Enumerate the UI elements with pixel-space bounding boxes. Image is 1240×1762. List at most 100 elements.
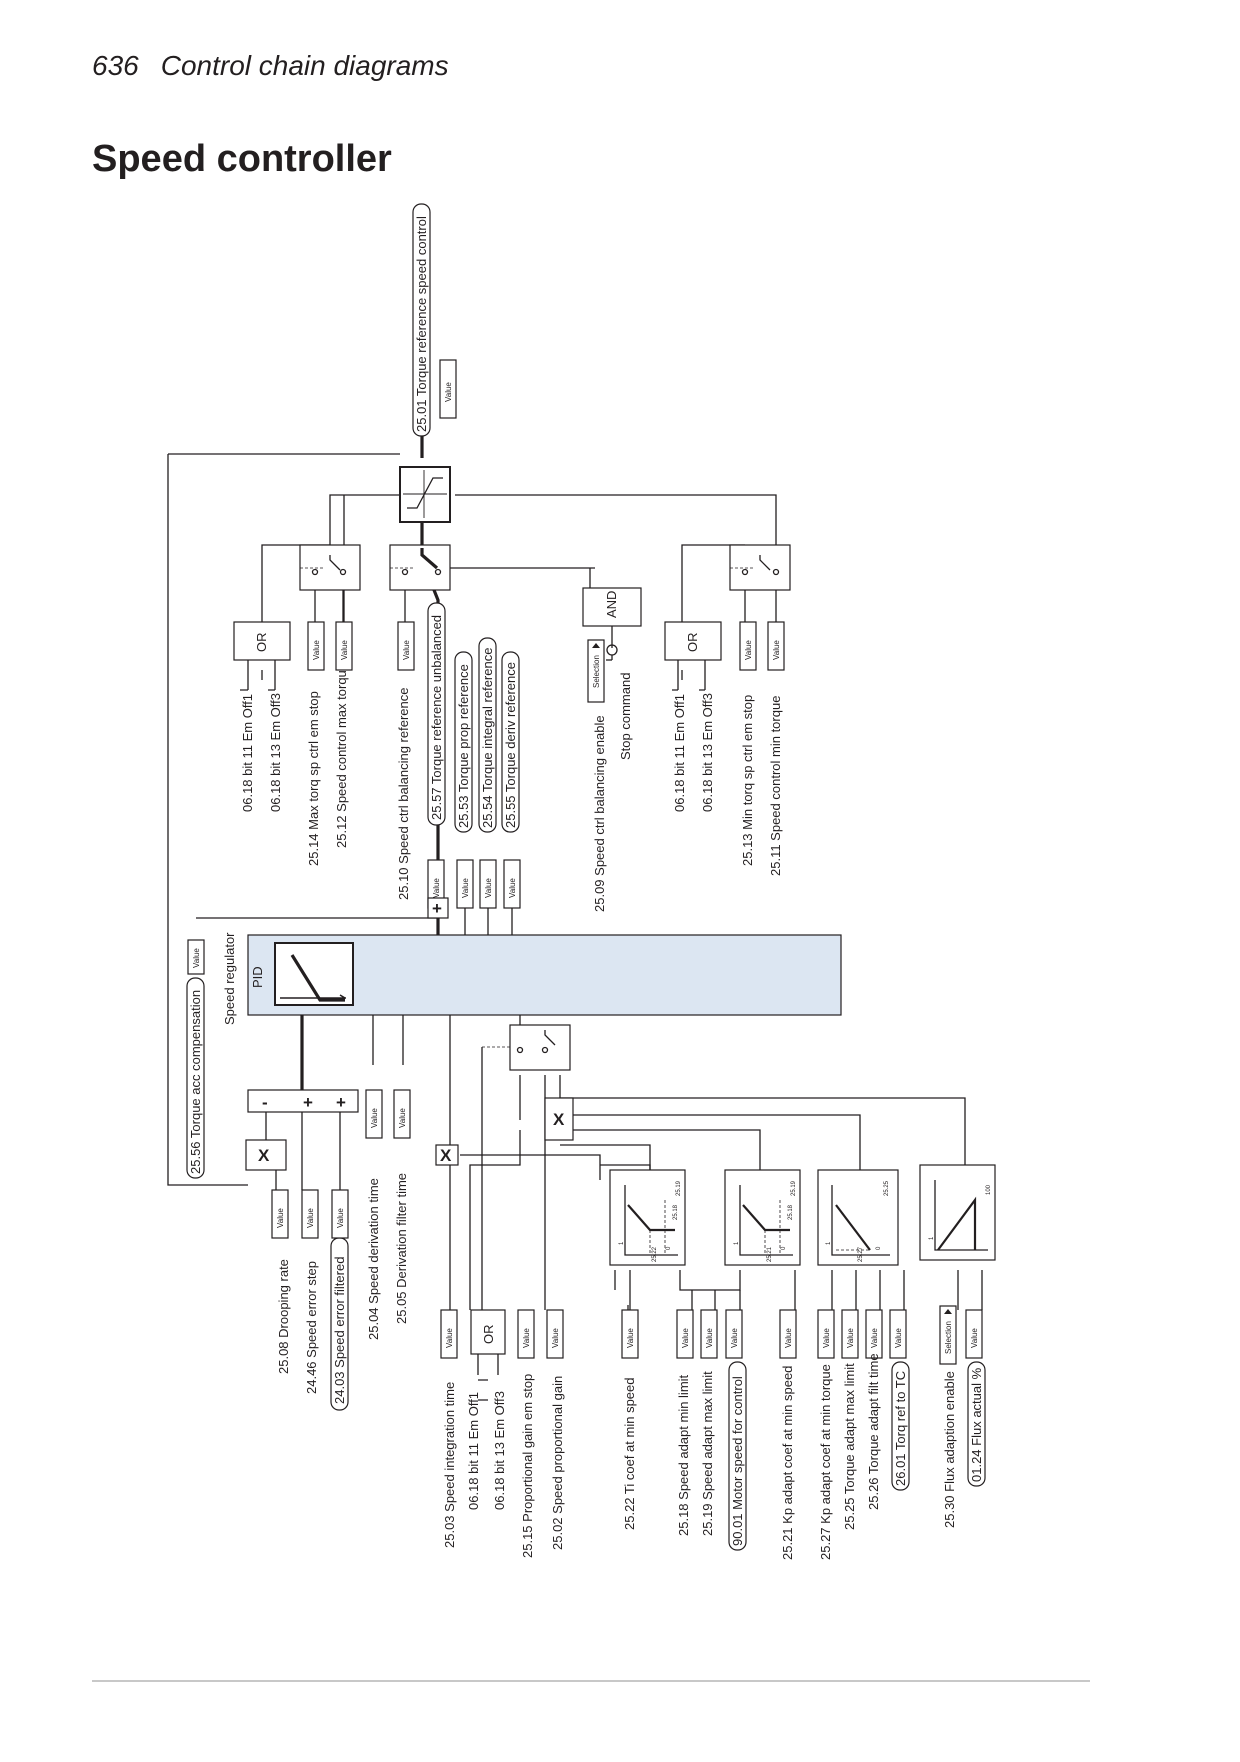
- svg-text:25.19: 25.19: [791, 1180, 797, 1196]
- svg-text:Value: Value: [784, 1328, 793, 1348]
- running-header: 636 Control chain diagrams: [92, 50, 449, 82]
- torque-ref-unbalanced-label: 25.57 Torque reference unbalanced: [429, 615, 444, 820]
- svg-text:Value: Value: [551, 1328, 560, 1348]
- balancing-enable-label: 25.09 Speed ctrl balancing enable: [592, 715, 607, 912]
- svg-text:0: 0: [666, 1246, 672, 1250]
- speed-ctrl-max-torque-label: 25.12 Speed control max torque: [334, 663, 349, 848]
- svg-text:1: 1: [619, 1241, 625, 1245]
- output-value-box: [439, 359, 457, 419]
- chevron-down-icon: [592, 643, 600, 648]
- svg-text:Value: Value: [681, 1328, 690, 1348]
- or-gate-max: OR: [233, 621, 291, 690]
- svg-text:1: 1: [734, 1241, 740, 1245]
- chevron-down-icon: [944, 1309, 952, 1314]
- torque-adapt-curve: 1 25.27 0 25.25: [817, 1169, 899, 1266]
- stop-command-label: Stop command: [618, 673, 633, 760]
- svg-text:Value: Value: [312, 640, 321, 660]
- page-number: 636: [92, 50, 139, 81]
- em-off3-bottom-label: 06.18 bit 13 Em Off3: [492, 1391, 507, 1510]
- motor-speed-control-pill: [728, 1361, 747, 1551]
- svg-text:Value: Value: [970, 1328, 979, 1348]
- ti-adapt-curve: 1 25.22 0 25.18 25.19: [609, 1169, 686, 1266]
- section-title: Control chain diagrams: [160, 50, 449, 81]
- svg-text:AND: AND: [604, 591, 619, 618]
- svg-text:Value: Value: [508, 878, 517, 898]
- em-off1-bottom-label: 06.18 bit 11 Em Off1: [466, 1392, 481, 1510]
- torque-deriv-ref-pill: [501, 651, 520, 833]
- svg-text:Value: Value: [461, 878, 470, 898]
- svg-text:+: +: [336, 1093, 346, 1112]
- svg-text:Value: Value: [370, 1108, 379, 1128]
- balancing-enable-selection[interactable]: [587, 639, 605, 703]
- speed-ctrl-min-torque-label: 25.11 Speed control min torque: [768, 696, 783, 876]
- torque-deriv-ref-label: 25.55 Torque deriv reference: [503, 662, 518, 828]
- svg-text:25.19: 25.19: [676, 1180, 682, 1196]
- em-off3-label-a: 06.18 bit 13 Em Off3: [268, 693, 283, 812]
- max-torque-switch: [299, 544, 361, 591]
- svg-text:Value: Value: [730, 1328, 739, 1348]
- output-torque-reference-label: 25.01 Torque reference speed control: [414, 216, 429, 432]
- page-title: Speed controller: [92, 138, 392, 180]
- flux-actual-label: 01.24 Flux actual %: [969, 1367, 984, 1482]
- svg-text:Value: Value: [822, 1328, 831, 1348]
- max-torq-em-stop-label: 25.14 Max torq sp ctrl em stop: [306, 691, 321, 866]
- svg-text:25.22: 25.22: [652, 1246, 658, 1262]
- flux-adaption-enable-label: 25.30 Flux adaption enable: [942, 1371, 957, 1528]
- svg-text:Value: Value: [705, 1328, 714, 1348]
- svg-text:X: X: [258, 1146, 270, 1165]
- torq-ref-to-tc-label: 26.01 Torq ref to TC: [893, 1371, 908, 1486]
- speed-adapt-max-limit-label: 25.19 Speed adapt max limit: [700, 1371, 715, 1536]
- torque-integral-ref-label: 25.54 Torque integral reference: [480, 648, 495, 828]
- footer-rule: [92, 1680, 1090, 1682]
- svg-text:Value: Value: [192, 948, 201, 968]
- min-torq-em-stop-label: 25.13 Min torq sp ctrl em stop: [740, 695, 755, 866]
- pid-response-icon: [274, 942, 354, 1006]
- svg-text:Value: Value: [484, 878, 493, 898]
- flux-adapt-curve: 1 100: [919, 1164, 996, 1261]
- svg-text:Value: Value: [402, 640, 411, 660]
- and-gate: AND: [582, 587, 642, 660]
- svg-text:Value: Value: [306, 1208, 315, 1228]
- proportional-gain-label: 25.02 Speed proportional gain: [550, 1376, 565, 1550]
- svg-text:OR: OR: [481, 1325, 496, 1345]
- torque-acc-compensation-label: 25.56 Torque acc compensation: [188, 990, 203, 1174]
- kp-adapt-min-torque-label: 25.27 Kp adapt coef at min torque: [818, 1364, 833, 1560]
- speed-error-sum-block: - + +: [247, 1089, 359, 1113]
- svg-text:Value: Value: [846, 1328, 855, 1348]
- derivation-filter-time-label: 25.05 Derivation filter time: [394, 1173, 409, 1324]
- torque-acc-comp-pill: [186, 977, 205, 1179]
- torque-integral-ref-pill: [478, 637, 497, 833]
- torque-prop-ref-label: 25.53 Torque prop reference: [456, 664, 471, 828]
- integration-multiplier: [435, 1144, 459, 1166]
- torque-prop-ref-pill: [454, 651, 473, 833]
- em-off3-label-b: 06.18 bit 13 Em Off3: [700, 693, 715, 812]
- kp-adapt-curve: 1 25.21 0 25.18 25.19: [724, 1169, 801, 1266]
- svg-text:Value: Value: [744, 640, 753, 660]
- torque-adapt-filt-time-label: 25.26 Torque adapt filt time: [866, 1353, 881, 1510]
- svg-text:0: 0: [876, 1246, 882, 1250]
- balancing-reference-label: 25.10 Speed ctrl balancing reference: [396, 688, 411, 900]
- svg-text:X: X: [553, 1110, 565, 1129]
- svg-text:Value: Value: [894, 1328, 903, 1348]
- svg-text:Value: Value: [398, 1108, 407, 1128]
- balancing-switch: [389, 544, 451, 591]
- svg-text:OR: OR: [685, 633, 700, 653]
- limiter-curve-icon: [407, 477, 443, 509]
- flux-adaption-selection[interactable]: [939, 1305, 957, 1365]
- torque-adapt-max-limit-label: 25.25 Torque adapt max limit: [842, 1363, 857, 1530]
- torque-sum-node: [427, 897, 449, 919]
- ti-coef-min-speed-label: 25.22 Ti coef at min speed: [622, 1378, 637, 1530]
- speed-regulator-label: Speed regulator: [222, 932, 237, 1025]
- em-off1-label-a: 06.18 bit 11 Em Off1: [240, 694, 255, 812]
- torque-limiter-block: [399, 466, 451, 523]
- speed-error-filtered-label: 24.03 Speed error filtered: [332, 1257, 347, 1404]
- torque-ref-unbalanced-pill: [427, 602, 446, 826]
- svg-text:OR: OR: [254, 633, 269, 653]
- svg-text:Value: Value: [772, 640, 781, 660]
- svg-text:+: +: [303, 1093, 313, 1112]
- output-value-label: Value: [444, 382, 453, 402]
- svg-text:Value: Value: [276, 1208, 285, 1228]
- svg-text:Selection: Selection: [592, 655, 601, 688]
- kp-adapt-min-speed-label: 25.21 Kp adapt coef at min speed: [780, 1366, 795, 1560]
